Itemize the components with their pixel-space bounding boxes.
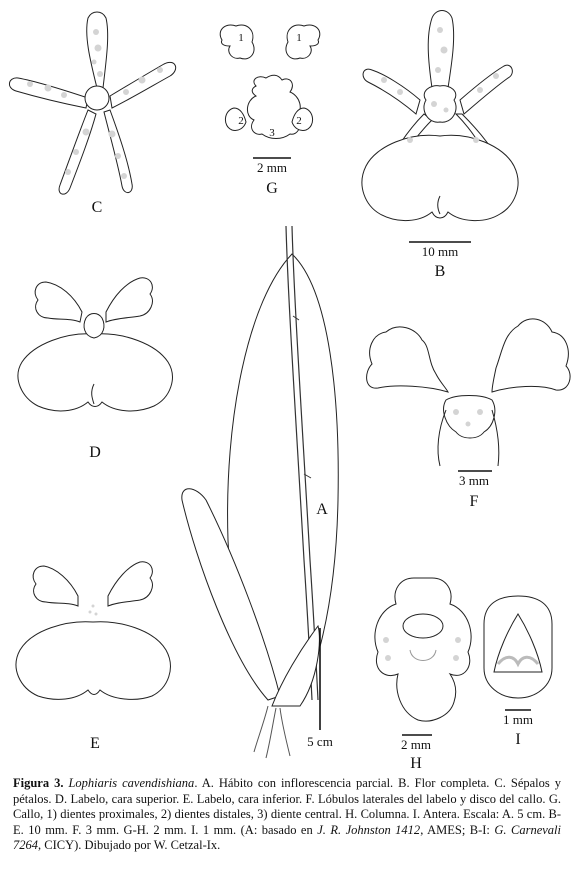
panel-label-e: E xyxy=(90,735,100,752)
botanical-plate: C 1 1 2 2 3 2 mm G 10 mm xyxy=(9,10,571,770)
caption-label: Figura 3. xyxy=(13,776,64,790)
panel-label-f: F xyxy=(470,493,479,510)
caption-part3: , CICY). Dibujado por W. Cetzal-Ix. xyxy=(38,838,221,852)
panel-f-lateral-lobes: 3 mm F xyxy=(366,318,571,510)
caption-species: Lophiaris cavendishiana xyxy=(68,776,195,790)
scale-label-i: 1 mm xyxy=(503,712,533,727)
callus-number-1-left: 1 xyxy=(238,32,244,44)
panel-h-column: 2 mm H xyxy=(374,577,472,770)
panel-label-g: G xyxy=(266,180,278,197)
panel-label-i: I xyxy=(515,731,520,748)
panel-label-h: H xyxy=(410,755,422,770)
caption-ref1: J. R. Johnston 1412 xyxy=(317,822,421,837)
scale-label-a: 5 cm xyxy=(307,734,333,749)
panel-d-labellum-upper: D xyxy=(17,277,173,461)
panel-label-d: D xyxy=(89,444,101,461)
panel-g-callus: 1 1 2 2 3 2 mm G xyxy=(219,24,321,197)
callus-number-2-right: 2 xyxy=(296,115,302,127)
panel-c-sepals-petals: C xyxy=(9,11,177,216)
scale-label-b: 10 mm xyxy=(422,244,458,259)
panel-e-labellum-lower: E xyxy=(15,561,171,752)
panel-label-b: B xyxy=(435,263,446,280)
caption-ref2: G. Carnevali 7264 xyxy=(13,822,561,853)
panel-label-c: C xyxy=(92,199,103,216)
panel-i-anther: 1 mm I xyxy=(483,595,553,748)
callus-number-1-right: 1 xyxy=(296,32,302,44)
caption-part1: . A. Hábito con inflorescencia parcial. … xyxy=(13,776,561,837)
panel-label-a: A xyxy=(316,501,328,518)
caption-part2: , AMES; B-I: xyxy=(420,822,495,837)
callus-number-3: 3 xyxy=(269,127,275,139)
scale-label-f: 3 mm xyxy=(459,473,489,488)
figure-caption: Figura 3. Lophiaris cavendishiana. A. Há… xyxy=(13,776,561,854)
panel-a-habit: 5 cm A xyxy=(181,225,339,759)
panel-b-complete-flower: 10 mm B xyxy=(361,10,519,280)
scale-label-h: 2 mm xyxy=(401,737,431,752)
scale-label-g: 2 mm xyxy=(257,160,287,175)
callus-number-2-left: 2 xyxy=(238,115,244,127)
